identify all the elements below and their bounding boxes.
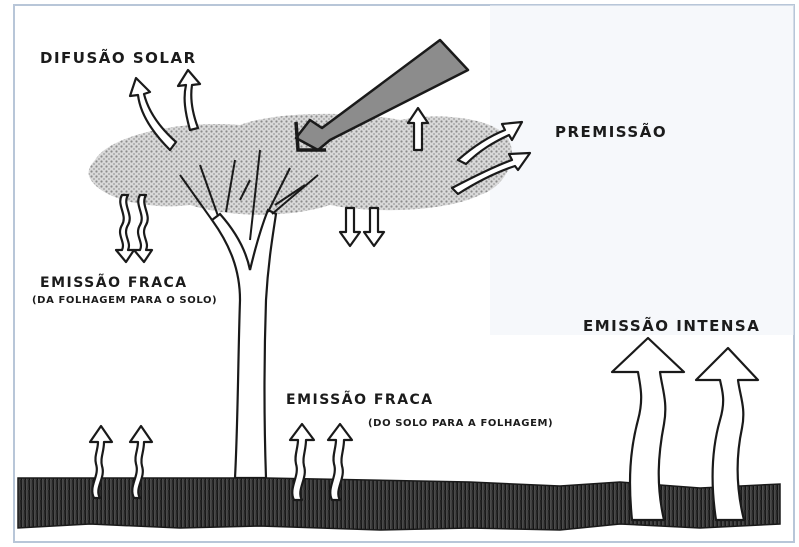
down-arrow [364,208,384,246]
label-premissao: PREMISSÃO [555,122,667,141]
tree-trunk [212,210,276,478]
label-emissao-fraca-top-sub: (DA FOLHAGEM PARA O SOLO) [32,295,217,306]
label-emissao-fraca-top: EMISSÃO FRACA [40,274,188,291]
down-arrow [340,208,360,246]
label-difusao-solar: DIFUSÃO SOLAR [40,48,197,67]
diffusion-arrow [178,70,200,130]
wavy-down-arrow [116,195,134,262]
frame-tint [490,5,794,335]
label-emissao-intensa: EMISSÃO INTENSA [583,316,760,335]
label-emissao-fraca-bottom-sub: (DO SOLO PARA A FOLHAGEM) [368,418,553,429]
label-emissao-fraca-bottom: EMISSÃO FRACA [286,391,434,408]
